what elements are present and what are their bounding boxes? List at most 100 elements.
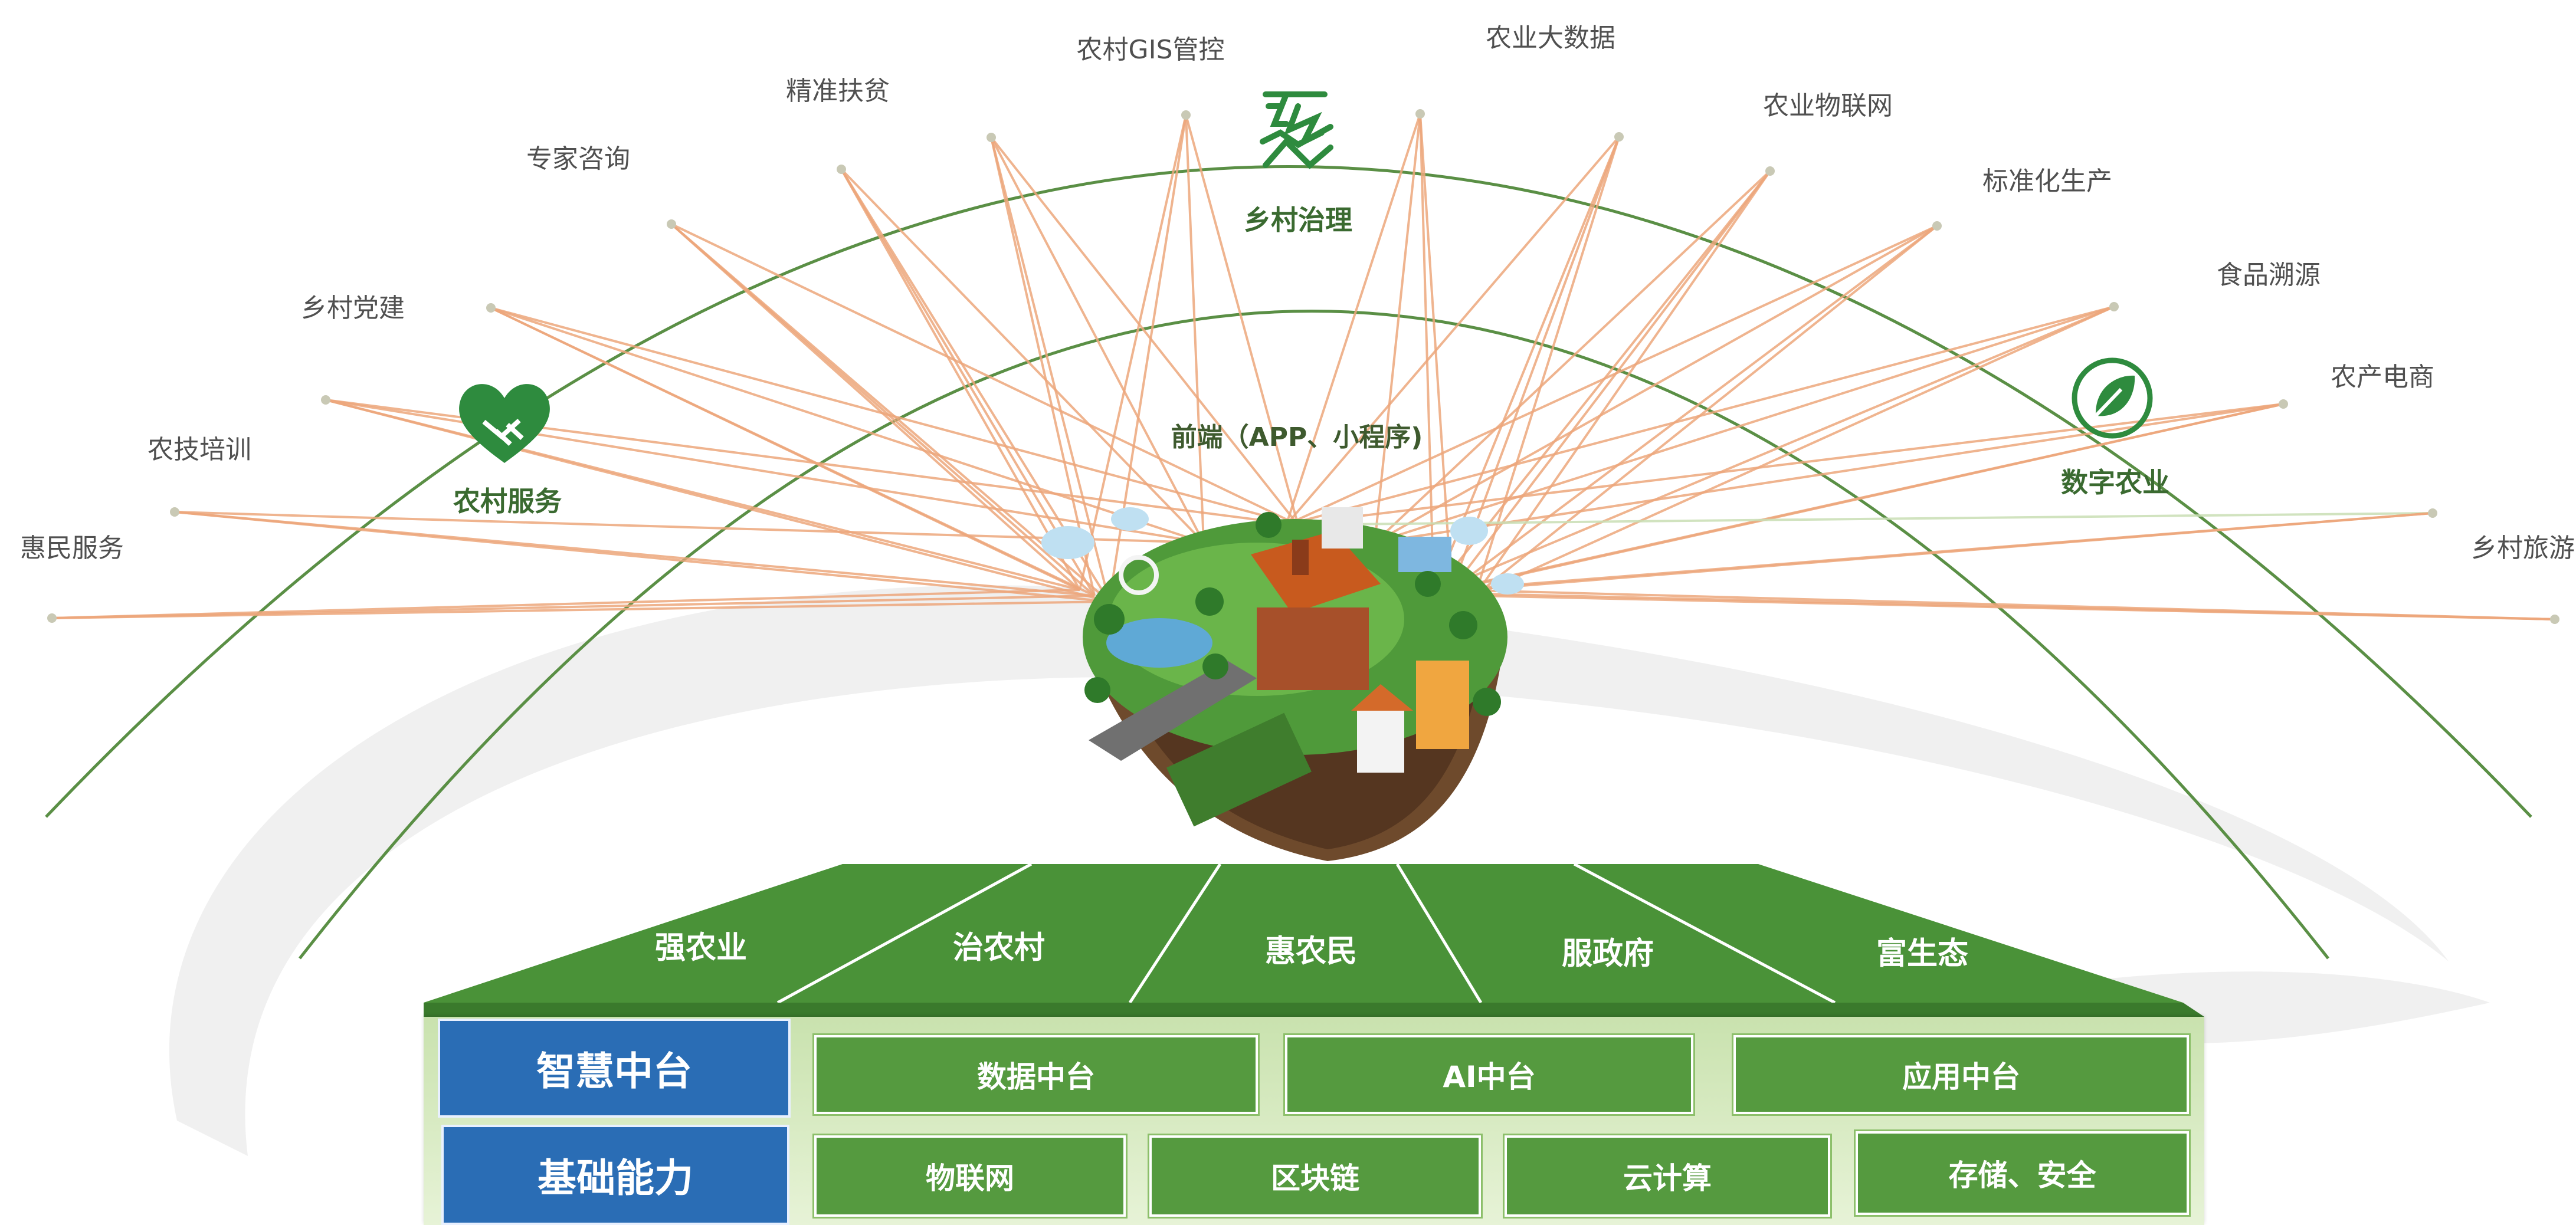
connection-line xyxy=(1374,170,1771,544)
connection-line xyxy=(174,511,1204,544)
connection-line xyxy=(840,168,1096,597)
connection-line xyxy=(840,168,1205,544)
background-swoosh xyxy=(169,585,2449,1156)
node-dots xyxy=(47,109,2559,624)
connection-line xyxy=(325,399,1080,591)
connection-line xyxy=(670,223,1110,603)
node-dot xyxy=(486,303,496,313)
goal-govern-rural: 治农村 xyxy=(952,930,1046,966)
connection-line xyxy=(1450,136,1620,590)
connection-line xyxy=(990,137,1096,596)
connection-line xyxy=(1450,170,1771,591)
connection-line xyxy=(990,137,1110,602)
yellow-building xyxy=(1416,661,1469,749)
node-label-huimin-service: 惠民服务 xyxy=(20,533,124,563)
goal-plane xyxy=(424,864,2183,1003)
node-label-agri-ecommerce: 农产电商 xyxy=(2331,362,2434,392)
connection-line xyxy=(840,169,1081,590)
node-dot xyxy=(170,507,179,517)
smart-item-ai-platform: AI中台 xyxy=(1285,1035,1693,1114)
node-label-standard-production: 标准化生产 xyxy=(1982,166,2112,196)
node-dot xyxy=(1932,221,1942,231)
node-label-agri-bigdata: 农业大数据 xyxy=(1486,23,1615,53)
outer-arc xyxy=(45,165,2532,818)
node-dot xyxy=(1765,166,1775,176)
node-label-poverty-relief: 精准扶贫 xyxy=(786,76,890,106)
connection-line xyxy=(1374,225,1938,544)
node-label-gis-control: 农村GIS管控 xyxy=(1076,35,1225,65)
node-dot xyxy=(837,165,846,174)
connection-line xyxy=(1474,170,1771,597)
goal-divider xyxy=(1128,863,1222,1004)
connection-line xyxy=(1286,225,1938,526)
node-label-food-traceability: 食品溯源 xyxy=(2217,260,2321,290)
node-dot xyxy=(47,613,57,623)
connection-line xyxy=(1374,306,2115,544)
white-house-roof xyxy=(1351,684,1413,711)
windmill xyxy=(1119,555,1159,595)
trees xyxy=(1084,512,1501,716)
connection-line xyxy=(1474,225,1938,597)
village-island-illustration xyxy=(1041,507,1524,861)
leaf-icon xyxy=(2072,357,2153,439)
node-label-rural-tourism: 乡村旅游 xyxy=(2471,533,2575,563)
foundation-item-blockchain: 区块链 xyxy=(1149,1135,1481,1217)
goal-serve-government: 服政府 xyxy=(1561,936,1654,972)
node-dot xyxy=(1614,132,1624,142)
connection-line xyxy=(1474,136,1620,596)
main-house-chimney xyxy=(1292,540,1309,575)
connection-line xyxy=(1474,306,2115,597)
inner-arc xyxy=(299,310,2329,960)
row-title-foundation: 基础能力 xyxy=(441,1125,789,1225)
connection-line xyxy=(990,137,1205,543)
connection-line xyxy=(1374,113,1421,543)
village-governance-icon xyxy=(1260,91,1333,169)
node-label-party-building: 乡村党建 xyxy=(301,293,405,323)
foundation-item-iot: 物联网 xyxy=(814,1135,1126,1217)
connection-line xyxy=(490,307,1204,544)
node-dot xyxy=(2550,615,2559,624)
connection-line xyxy=(1474,595,2555,620)
main-house-wall xyxy=(1257,607,1369,690)
connection-line xyxy=(1285,113,1421,526)
node-label-tech-training: 农技培训 xyxy=(148,435,251,465)
connection-line xyxy=(1450,225,1938,591)
node-dot xyxy=(987,133,996,142)
connection-line xyxy=(490,307,1095,597)
node-dot xyxy=(321,395,330,405)
node-dot xyxy=(1415,109,1425,119)
connection-line xyxy=(1433,136,1620,593)
connection-line xyxy=(1079,114,1187,590)
goal-plane-shadow xyxy=(424,1003,2204,1017)
crop-field xyxy=(1166,712,1312,827)
foundation-item-storage-security: 存储、安全 xyxy=(1856,1131,2189,1215)
goal-plane-dividers xyxy=(776,862,1836,1004)
category-label-rural-service: 农村服务 xyxy=(453,485,562,517)
connection-line xyxy=(1451,403,2284,591)
goal-divider xyxy=(1573,862,1836,1004)
node-dot xyxy=(667,219,676,229)
connection-line xyxy=(990,136,1299,526)
small-house xyxy=(1322,507,1363,549)
road xyxy=(1089,661,1257,761)
frontend-label: 前端（APP、小程序) xyxy=(1171,422,1423,452)
goal-strong-agriculture: 强农业 xyxy=(654,930,748,966)
clouds xyxy=(1041,507,1524,595)
main-house-roof xyxy=(1251,531,1381,613)
node-dot xyxy=(2279,399,2288,409)
connection-line xyxy=(1451,512,2433,591)
goal-divider xyxy=(1395,863,1483,1004)
goal-divider xyxy=(776,862,1033,1004)
connection-line xyxy=(1374,403,2284,544)
node-dot xyxy=(2428,508,2437,518)
connection-line xyxy=(1286,403,2284,526)
connection-line xyxy=(1185,114,1205,543)
connection-line xyxy=(1185,114,1299,526)
connection-line xyxy=(1419,113,1435,593)
connection-line xyxy=(671,223,1299,526)
category-label-rural-governance: 乡村治理 xyxy=(1244,204,1352,236)
goal-rich-ecology: 富生态 xyxy=(1876,936,1969,972)
node-label-agri-iot: 农业物联网 xyxy=(1763,91,1893,121)
foundation-item-cloud: 云计算 xyxy=(1505,1135,1830,1217)
row-title-smart-platform: 智慧中台 xyxy=(438,1019,791,1118)
